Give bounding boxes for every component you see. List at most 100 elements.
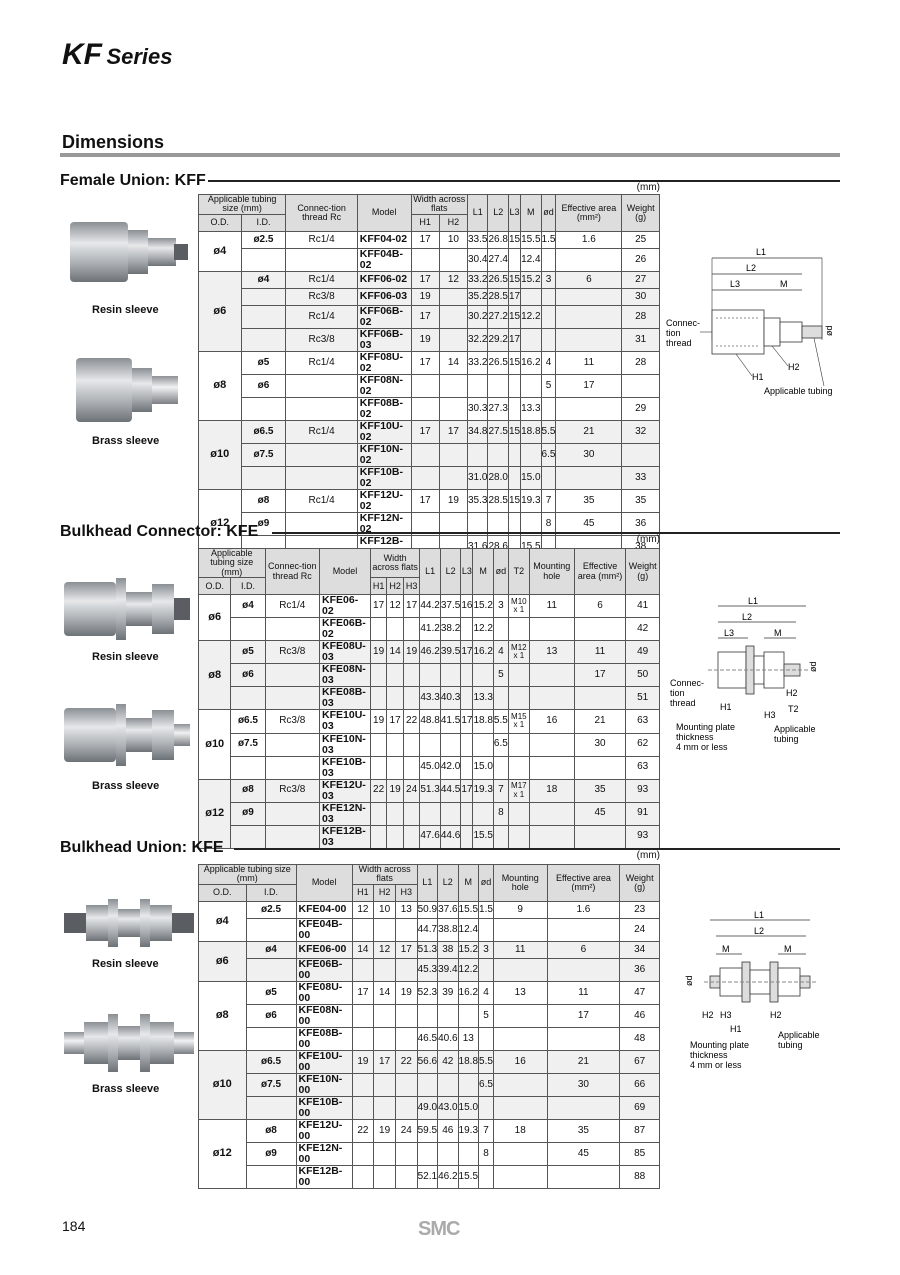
w-cell: 62: [625, 732, 660, 757]
d-cell: [492, 824, 509, 849]
l1-cell: [419, 663, 441, 688]
h1-cell: [369, 732, 388, 757]
d-cell: [478, 957, 494, 982]
l2-cell: 42: [437, 1050, 459, 1075]
w-cell: 67: [619, 1050, 660, 1075]
t2-cell: [507, 801, 530, 826]
area-cell: [546, 1026, 621, 1052]
id-cell: ø2.5: [240, 230, 287, 249]
model-cell: KFE04-00: [295, 900, 353, 919]
w-cell: 41: [625, 594, 660, 619]
kff-diagram-l2: L2: [746, 263, 756, 273]
model-header: Model: [356, 194, 412, 232]
area-cell: 30: [555, 443, 623, 468]
area-cell: 6: [555, 270, 623, 289]
id-cell: [245, 957, 297, 982]
kfe-connector-resin-caption: Resin sleeve: [92, 651, 159, 663]
h3-cell: [402, 617, 421, 642]
w-cell: 34: [619, 940, 660, 959]
l1-cell: 50.9: [416, 900, 439, 919]
d-cell: 8: [492, 801, 509, 826]
d-cell: 3: [540, 270, 557, 289]
h3-cell: 19: [394, 980, 418, 1005]
h3-cell: 19: [402, 640, 421, 665]
area-cell: 1.6: [546, 900, 621, 919]
l3-header: L3: [460, 547, 474, 596]
id-cell: ø8: [230, 778, 266, 803]
model-header: Model: [319, 547, 371, 596]
model-cell: KFE08B-00: [295, 1026, 353, 1052]
h2-header: H2: [373, 883, 396, 902]
l1-cell: 56.6: [416, 1050, 439, 1075]
hole-cell: 11: [492, 940, 548, 959]
hole-cell: 18: [492, 1119, 548, 1144]
h1-cell: [369, 617, 388, 642]
kfe-union-resin-caption: Resin sleeve: [92, 958, 159, 970]
kfe-union-diagram-l1: L1: [754, 910, 764, 920]
t2-cell: [507, 755, 530, 780]
m-header: M: [520, 194, 542, 232]
conn-cell: Rc3/8: [285, 287, 358, 306]
id-cell: ø4: [240, 270, 287, 289]
h1-cell: 19: [369, 640, 388, 665]
h2-cell: [373, 1026, 396, 1052]
model-cell: KFE10N-00: [295, 1073, 353, 1098]
od-cell: ø12: [198, 489, 242, 560]
conn-cell: [285, 443, 358, 468]
h2-cell: [373, 1165, 396, 1190]
h2-cell: [386, 617, 404, 642]
l3-cell: [460, 732, 474, 757]
od-cell: ø4: [198, 230, 242, 272]
od-cell: ø10: [198, 1050, 247, 1121]
area-cell: 35: [555, 489, 623, 514]
l1-cell: 46.5: [416, 1026, 439, 1052]
area-cell: 21: [555, 420, 623, 445]
l2-cell: 38.8: [437, 917, 459, 942]
conn-cell: [264, 663, 321, 688]
l2-cell: 38.2: [439, 617, 462, 642]
l1-cell: [416, 1003, 439, 1029]
conn-cell: [285, 466, 358, 491]
h1-cell: 17: [410, 230, 440, 249]
w-cell: 36: [619, 957, 660, 982]
id-cell: [245, 917, 297, 942]
id-cell: ø8: [245, 1119, 297, 1144]
model-cell: KFE12B-03: [319, 824, 371, 849]
model-cell: KFE06B-00: [295, 957, 353, 982]
l3-cell: [460, 663, 474, 688]
t2-header: T2: [507, 547, 530, 596]
t2-cell: M10 x 1: [507, 594, 530, 619]
id-cell: ø9: [230, 801, 266, 826]
w-cell: 50: [625, 663, 660, 688]
area-cell: [555, 466, 623, 491]
l2-cell: 46: [437, 1119, 459, 1144]
m-cell: [520, 287, 542, 306]
model-cell: KFE08N-03: [319, 663, 371, 688]
t2-cell: [507, 663, 530, 688]
conn-cell: Rc1/4: [285, 230, 358, 249]
model-cell: KFE10U-00: [295, 1050, 353, 1075]
hole-cell: [528, 663, 575, 688]
h2-cell: [386, 801, 404, 826]
kfe-union-resin-image: [64, 899, 194, 947]
area-cell: [546, 1165, 621, 1190]
w-cell: 31: [621, 327, 660, 352]
w-cell: 48: [619, 1026, 660, 1052]
h2-cell: 10: [438, 230, 469, 249]
l1-cell: [416, 1142, 439, 1167]
kfe-connector-diagram-l3: L3: [724, 628, 734, 638]
m-cell: [457, 1142, 480, 1167]
kfe-union-brass-caption: Brass sleeve: [92, 1083, 160, 1095]
h1-cell: 17: [369, 594, 388, 619]
area-header: Effective area (mm²): [573, 547, 627, 596]
conn-cell: [264, 824, 321, 849]
